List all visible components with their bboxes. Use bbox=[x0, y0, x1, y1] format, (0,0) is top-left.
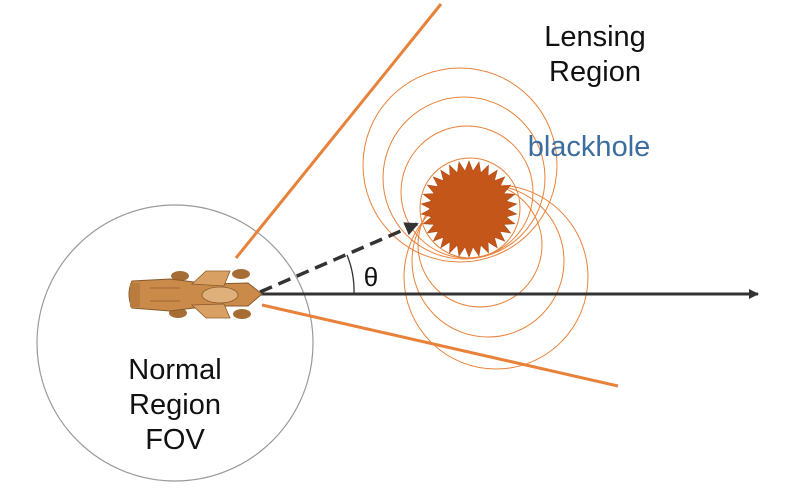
lensing-region-label: Lensing Region bbox=[530, 20, 660, 90]
lensing-direction-arrow bbox=[259, 222, 419, 294]
angle-arc bbox=[346, 254, 355, 295]
lensing-rings bbox=[362, 67, 589, 370]
normal-region-line-1: Normal bbox=[128, 354, 222, 386]
normal-region-line-2: Region bbox=[129, 388, 221, 421]
normal-region-circle bbox=[36, 204, 314, 482]
blackhole-starburst-icon bbox=[420, 160, 518, 258]
car-top-view-icon bbox=[128, 269, 263, 319]
fov-lower-line bbox=[261, 303, 619, 388]
blackhole-label: blackhole bbox=[527, 131, 651, 163]
lensing-region-line-2: Region bbox=[549, 55, 641, 88]
fov-upper-line bbox=[234, 3, 443, 259]
normal-region-line-3: FOV bbox=[145, 423, 205, 456]
normal-region-fov-label: Normal Region FOV bbox=[100, 353, 250, 457]
angle-theta-label: θ bbox=[363, 262, 379, 292]
lensing-region-line-1: Lensing bbox=[544, 21, 646, 53]
